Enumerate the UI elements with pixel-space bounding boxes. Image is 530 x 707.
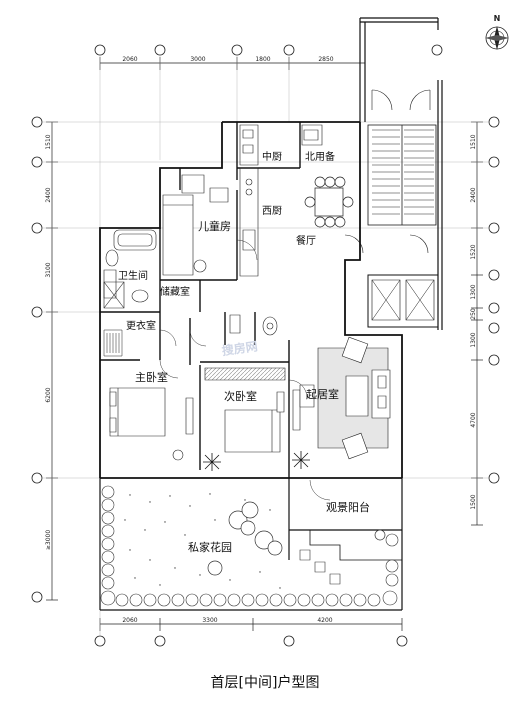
axis-bubble: [489, 473, 499, 483]
right-dim-label: 4700: [470, 412, 477, 427]
master-bed-icon: [110, 388, 193, 460]
shower-icon: [104, 282, 124, 308]
axis-bubble: [32, 117, 42, 127]
left-dim-label: 3100: [45, 262, 52, 277]
garden-boundary: [100, 478, 402, 610]
room-label-dining: 餐厅: [296, 234, 316, 247]
corridor-fixtures: [230, 315, 278, 336]
bathtub-icon: [114, 230, 156, 250]
axis-bubble: [489, 223, 499, 233]
right-dimension-line: [471, 122, 483, 525]
room-label-master-bedroom: 主卧室: [135, 370, 168, 384]
second-bed-icon: [225, 390, 300, 452]
right-dim-label: 1520: [470, 244, 477, 259]
right-dim-label: 2400: [470, 187, 477, 202]
room-label-dressing: 更衣室: [126, 319, 156, 332]
top-dim-label: 2850: [318, 56, 333, 63]
room-label-kids-room: 儿童房: [198, 219, 231, 233]
right-dim-label: 1300: [470, 332, 477, 347]
room-label-private-garden: 私家花园: [188, 540, 232, 554]
kids-bed-icon: [163, 175, 228, 275]
axis-bubble: [232, 45, 242, 55]
bottom-dim-label: 4200: [317, 617, 332, 624]
bottom-dimension-line: [100, 618, 402, 631]
garden-lawn: [124, 493, 281, 589]
watermark: 搜房网: [221, 338, 259, 358]
bottom-dim-label: 2060: [122, 617, 137, 624]
core-doors: [345, 90, 430, 253]
left-dim-label: 1510: [45, 134, 52, 149]
top-dim-label: 3000: [190, 56, 205, 63]
axis-bubble: [32, 592, 42, 602]
room-label-second-bedroom: 次卧室: [224, 389, 257, 403]
exterior-walls: [100, 122, 402, 478]
elevator-shaft: [368, 275, 438, 327]
dining-table-icon: [305, 177, 353, 227]
axis-bubble: [32, 473, 42, 483]
garden-stepping-stones: [300, 550, 340, 584]
axis-bubble: [284, 45, 294, 55]
axis-bubble: [155, 636, 165, 646]
axis-bubble: [489, 323, 499, 333]
room-label-bathroom: 卫生间: [118, 269, 148, 282]
axis-bubble: [284, 636, 294, 646]
toilet-icon: [104, 249, 149, 303]
axis-bubble: [397, 636, 407, 646]
wardrobe-icon: [104, 330, 122, 356]
room-label-western-kitchen: 西厨: [262, 205, 282, 217]
right-dim-label: 1500: [470, 494, 477, 509]
axis-bubble: [489, 270, 499, 280]
room-label-kitchen: 中厨: [262, 150, 282, 163]
plant-icon: [203, 451, 310, 471]
axis-bubble: [32, 307, 42, 317]
bottom-dim-label: 3300: [202, 617, 217, 624]
interior-walls: [100, 122, 300, 478]
western-kitchen-counter: [240, 168, 258, 276]
axis-bubble: [489, 303, 499, 313]
room-label-storage-north: 北用备: [305, 150, 335, 163]
room-label-view-balcony: 观景阳台: [326, 500, 370, 514]
garden-hedge: [101, 486, 398, 606]
left-dim-label: 6200: [45, 387, 52, 402]
axis-bubble: [489, 117, 499, 127]
axis-bubble: [489, 355, 499, 365]
axis-bubble: [32, 223, 42, 233]
garden-tree-icon: [208, 502, 385, 575]
right-dim-label: 250: [470, 308, 477, 320]
axis-bubble: [32, 157, 42, 167]
kitchen-counter: [240, 125, 322, 165]
axis-bubble: [489, 157, 499, 167]
axis-bubble: [95, 636, 105, 646]
axis-bubble: [155, 45, 165, 55]
right-dim-label: 1510: [470, 134, 477, 149]
left-dim-label: ≥3000: [45, 530, 52, 550]
north-label: N: [494, 14, 501, 23]
axis-bubble: [95, 45, 105, 55]
compass-icon: [485, 26, 509, 50]
room-label-storeroom: 储藏室: [160, 285, 190, 298]
living-room-furniture: [300, 337, 390, 459]
right-dim-label: 1300: [470, 284, 477, 299]
closet-strip: [205, 368, 285, 380]
top-dim-label: 2060: [122, 56, 137, 63]
room-label-living-room: 起居室: [306, 387, 339, 401]
axis-bubble: [432, 45, 442, 55]
door-swings: [160, 240, 330, 500]
plan-title: 首层[中间]户型图: [210, 675, 320, 691]
top-dim-label: 1800: [255, 56, 270, 63]
stair-treads: [372, 125, 434, 225]
left-dim-label: 2400: [45, 187, 52, 202]
